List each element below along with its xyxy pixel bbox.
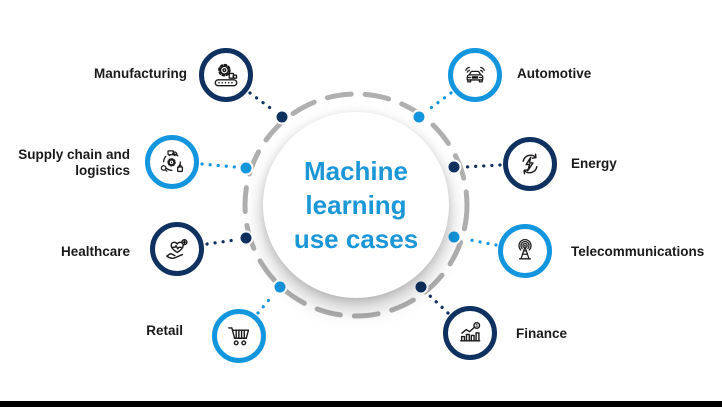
ring-dot-retail [272,279,288,295]
label-automotive: Automotive [517,66,592,81]
ring-dot-energy [446,159,462,175]
ring-dot-supply-chain [238,160,254,176]
radio-tower-icon [518,238,532,260]
ring-dot-healthcare [238,230,254,246]
heart-care-icon [166,238,188,259]
node-finance: $ [443,306,497,360]
ring-dot-telecom [446,229,462,245]
node-automotive [448,48,502,102]
title-line-1: Machine [303,156,408,186]
connector-manufacturing [248,91,275,112]
label-retail: Retail [146,323,183,338]
logistics-cycle-icon [160,150,184,173]
label-manufacturing: Manufacturing [94,66,187,81]
ring-dot-manufacturing [274,109,290,125]
bottom-border-bar [0,401,722,407]
title-line-3: use cases [293,224,419,254]
shopping-cart-icon [228,327,250,346]
diagram-title: Machine learning use cases [294,154,418,256]
label-healthcare: Healthcare [60,244,130,259]
node-manufacturing [199,48,253,102]
label-supply-chain: Supply chain and logistics [18,147,130,178]
label-finance: Finance [516,326,568,341]
node-telecom [498,224,552,278]
svg-text:$: $ [475,323,478,329]
connector-energy [463,163,502,169]
energy-cycle-icon [522,153,538,175]
connector-healthcare [205,238,237,246]
finance-growth-icon: $ [460,322,481,342]
center-circle: Machine learning use cases [263,112,449,298]
node-supply-chain [145,135,199,189]
connector-supply-chain [200,162,237,169]
ring-dot-finance [413,279,429,295]
connected-car-icon [465,66,485,83]
ring-dot-automotive [411,109,427,125]
node-retail [212,309,266,363]
connector-automotive [426,91,453,112]
label-telecom: Telecommunications [571,244,705,259]
node-healthcare [150,222,204,276]
connector-finance [427,293,450,315]
dashed-ring [242,91,470,319]
node-energy [503,137,557,191]
label-energy: Energy [571,156,617,171]
title-line-2: learning [305,190,407,220]
connector-retail [256,293,275,315]
factory-conveyor-icon [214,63,238,87]
connector-telecom [463,237,498,247]
